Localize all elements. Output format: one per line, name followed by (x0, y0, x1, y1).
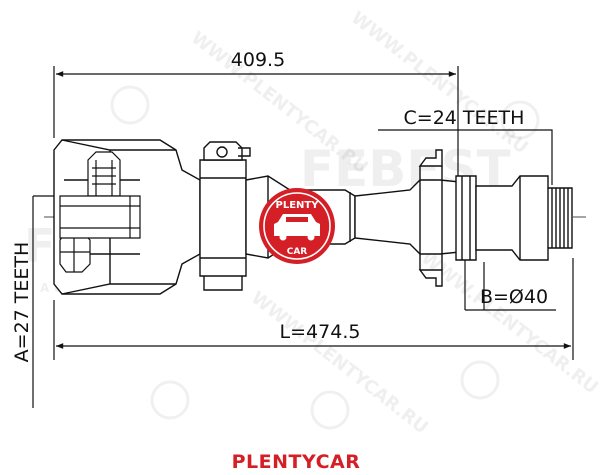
watermark-circle (500, 100, 540, 140)
inner-boot-clamp (199, 141, 251, 291)
brand-logo: PLENTY CAR (259, 188, 335, 264)
watermark-circle (460, 360, 500, 400)
watermark-circle (310, 390, 350, 430)
brand-logo-bottom-text: CAR (287, 247, 308, 257)
brand-caption: PLENTYCAR (232, 451, 361, 473)
watermark-circle (150, 380, 190, 420)
leader-outer-spline (378, 129, 553, 185)
label-inner-spline: A=27 TEETH (11, 242, 33, 363)
dimension-shaft-length (53, 66, 459, 176)
label-outer-diameter: B=Ø40 (480, 286, 548, 308)
outer-spline-end (475, 175, 573, 261)
dimension-total-length (53, 258, 574, 360)
brand-logo-ring (263, 192, 331, 260)
watermark-url-3: WWW.PLENTYCAR.RU (247, 287, 432, 438)
outer-joint-collar (418, 149, 477, 287)
watermark-url-2: WWW.PLENTYCAR.RU (347, 7, 532, 158)
brand-logo-top-text: PLENTY (276, 200, 320, 211)
car-icon (274, 214, 320, 241)
label-shaft-length: 409.5 (231, 49, 285, 71)
label-total-length: L=474.5 (280, 321, 361, 343)
inner-spline-stub (59, 195, 141, 239)
watermark-circle (110, 85, 150, 125)
label-outer-spline: C=24 TEETH (404, 107, 525, 129)
